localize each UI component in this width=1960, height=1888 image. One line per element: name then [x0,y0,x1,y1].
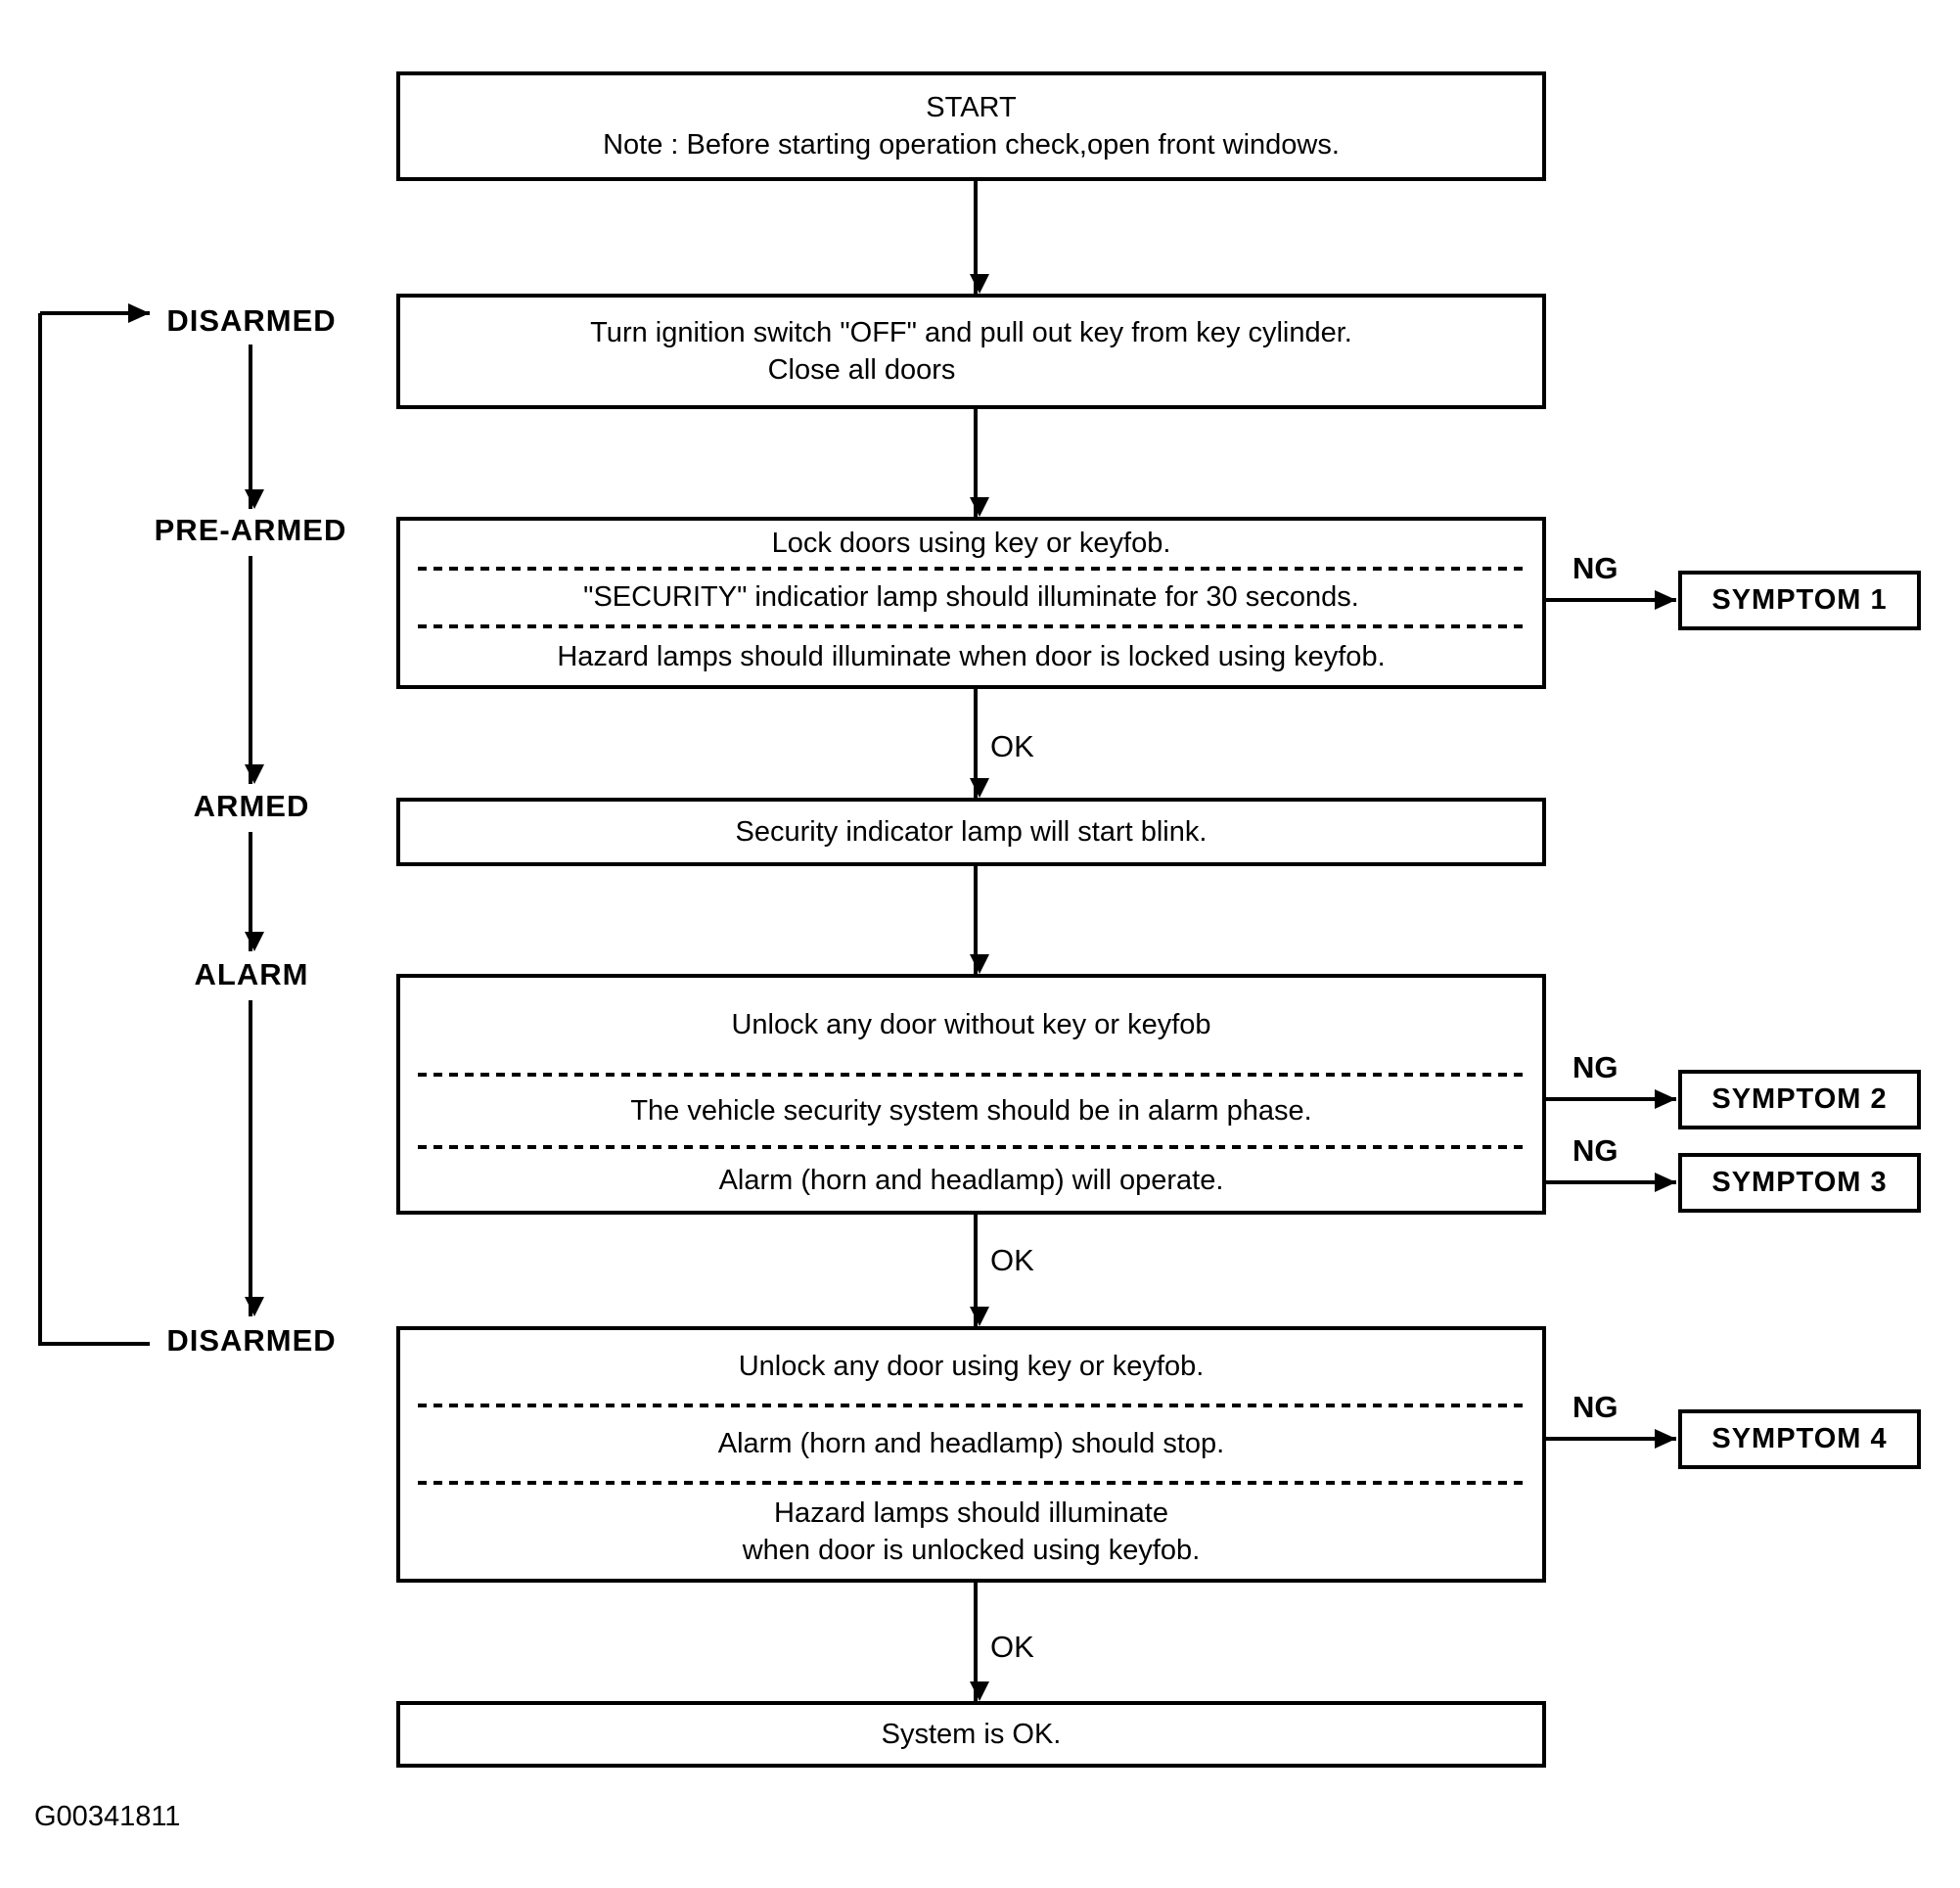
state-label-alarm: ALARM [194,957,309,991]
ng-label-3: NG [1573,1133,1618,1168]
state-label-disarmed-top: DISARMED [166,303,337,338]
flow-box-start: START Note : Before starting operation c… [396,71,1546,181]
dashed-divider [418,1403,1525,1407]
dashed-divider [418,1145,1525,1150]
start-title: START [926,92,1017,123]
ng-arrow-symptom1 [1546,590,1676,610]
connector-armed-to-alarm [245,832,264,951]
lock-row1: Lock doors using key or keyfob. [771,528,1171,560]
dashed-divider [418,1072,1525,1077]
connector-lock-to-blink [970,689,989,798]
state-label-armed: ARMED [193,789,310,823]
loop-return-arrow [40,303,150,323]
alarm-test-row3: Alarm (horn and headlamp) will operate. [718,1164,1224,1196]
alarm-test-row2: The vehicle security system should be in… [630,1094,1312,1127]
symptom-2-box: SYMPTOM 2 [1678,1070,1921,1129]
state-label-pre-armed: PRE-ARMED [154,513,347,547]
ng-label-1: NG [1573,551,1618,585]
ng-arrow-symptom2 [1546,1089,1676,1109]
ng-label-4: NG [1573,1390,1618,1424]
disarm-test-row2: Alarm (horn and headlamp) should stop. [717,1428,1225,1460]
disarm-test-row3-line1: Hazard lamps should illuminate [774,1497,1168,1530]
connector-prearmed-to-armed [245,556,264,784]
alarm-test-row1: Unlock any door without key or keyfob [731,1009,1211,1041]
dashed-divider [418,566,1525,571]
dashed-divider [418,1481,1525,1486]
state-label-disarmed-bottom: DISARMED [166,1323,337,1358]
connector-disarmed-to-prearmed [245,345,264,509]
connector-blink-to-alarmtest [970,866,989,974]
flow-box-system-ok: System is OK. [396,1701,1546,1768]
disarm-test-row3-line2: when door is unlocked using keyfob. [742,1535,1201,1567]
ng-arrow-symptom3 [1546,1173,1676,1192]
connector-disarmtest-to-systemok [970,1583,989,1701]
ignition-line2: Close all doors [767,354,956,386]
symptom-3-box: SYMPTOM 3 [1678,1153,1921,1213]
flow-box-alarm-test: Unlock any door without key or keyfob Th… [396,974,1546,1215]
ignition-line1: Turn ignition switch "OFF" and pull out … [590,317,1352,348]
ng-arrow-symptom4 [1546,1429,1676,1449]
system-ok-row1: System is OK. [881,1719,1062,1750]
dashed-divider [418,623,1525,628]
connector-alarmtest-to-disarmtest [970,1215,989,1326]
figure-code: G00341811 [34,1801,181,1832]
connector-alarm-to-disarmed [245,1000,264,1316]
blink-row1: Security indicator lamp will start blink… [735,816,1208,848]
connector-start-to-ignition [970,181,989,294]
disarmed-loop-line [38,313,150,1346]
ng-label-2: NG [1573,1050,1618,1084]
flow-box-lock-doors: Lock doors using key or keyfob. "SECURIT… [396,517,1546,689]
disarm-test-row3: Hazard lamps should illuminate when door… [400,1485,1542,1579]
ok-label-3: OK [990,1630,1034,1664]
lock-row2: "SECURITY" indicatior lamp should illumi… [583,581,1359,614]
flow-box-ignition-off: Turn ignition switch "OFF" and pull out … [396,294,1546,409]
flow-box-disarm-test: Unlock any door using key or keyfob. Ala… [396,1326,1546,1583]
disarm-test-row1: Unlock any door using key or keyfob. [738,1351,1205,1383]
start-note: Note : Before starting operation check,o… [603,129,1340,161]
connector-ignition-to-lock [970,409,989,517]
symptom-4-box: SYMPTOM 4 [1678,1409,1921,1469]
ok-label-2: OK [990,1243,1034,1277]
lock-row3: Hazard lamps should illuminate when door… [557,640,1386,672]
symptom-1-box: SYMPTOM 1 [1678,571,1921,630]
ok-label-1: OK [990,729,1034,763]
flow-box-lamp-blink: Security indicator lamp will start blink… [396,798,1546,866]
